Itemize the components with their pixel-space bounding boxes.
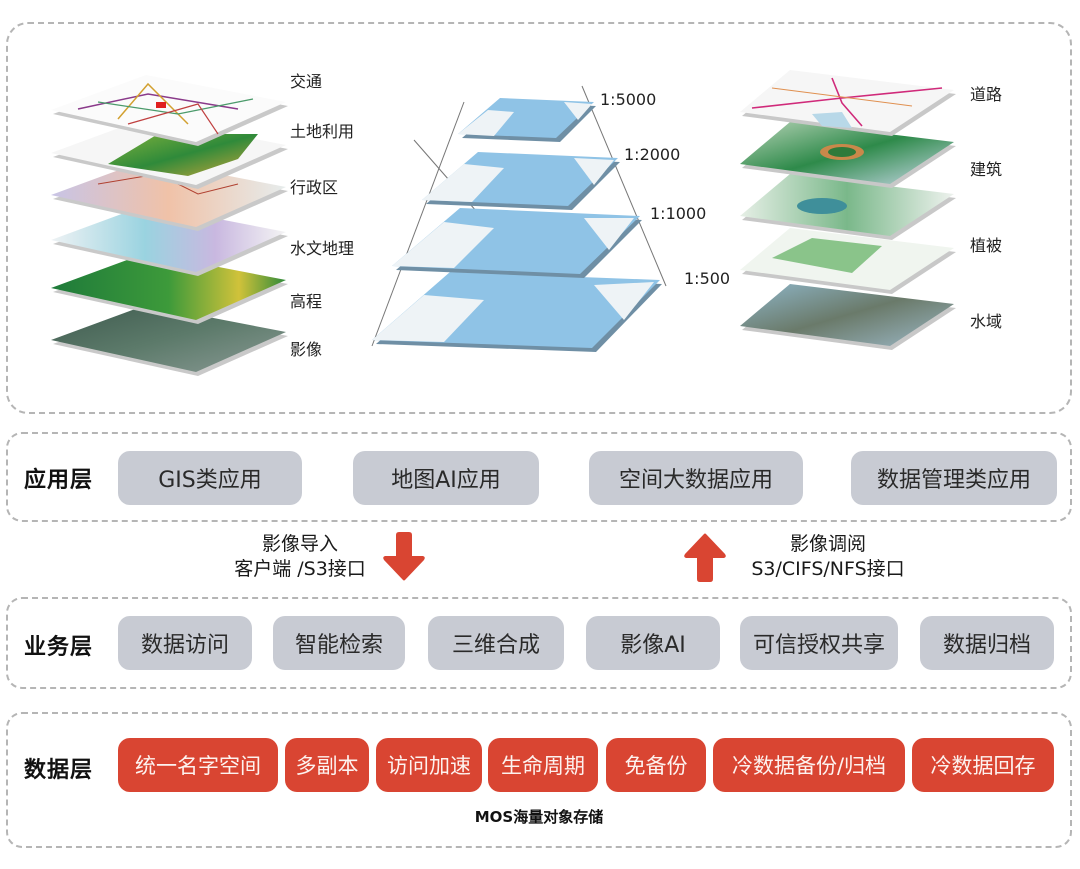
layer-label-vegetation: 植被 bbox=[970, 236, 1003, 255]
data-chip-multi-replica: 多副本 bbox=[285, 738, 369, 792]
layer-label-administrative: 行政区 bbox=[290, 178, 339, 197]
biz-chip-data-archive: 数据归档 bbox=[920, 616, 1054, 670]
layer-label-elevation: 高程 bbox=[290, 292, 323, 311]
map-layers-illustration-panel: 交通 土地利用 行政区 水文地理 高程 影像 bbox=[6, 22, 1072, 414]
data-chip-backup-free: 免备份 bbox=[606, 738, 706, 792]
layer-sheet-imagery bbox=[51, 305, 288, 376]
data-chip-cold-restore: 冷数据回存 bbox=[912, 738, 1054, 792]
layer-sheet-elevation bbox=[51, 253, 288, 324]
layer-sheet-buildings bbox=[740, 122, 956, 188]
layer-label-hydrology: 水文地理 bbox=[290, 239, 355, 258]
mos-storage-label: MOS海量对象存储 bbox=[474, 808, 604, 826]
layer-label-water: 水域 bbox=[970, 312, 1003, 331]
thematic-layer-stack bbox=[51, 75, 288, 376]
scale-label-1-2000: 1:2000 bbox=[624, 145, 681, 164]
layer-label-imagery: 影像 bbox=[290, 340, 323, 359]
layer-label-buildings: 建筑 bbox=[970, 160, 1003, 179]
app-chip-gis: GIS类应用 bbox=[118, 451, 302, 505]
biz-chip-3d-synthesis: 三维合成 bbox=[428, 616, 564, 670]
import-flow-label: 影像导入 客户端 /S3接口 bbox=[222, 532, 378, 582]
data-chip-lifecycle: 生命周期 bbox=[488, 738, 598, 792]
layer-sheet-transport bbox=[51, 75, 288, 146]
data-chip-cold-backup-archive: 冷数据备份/归档 bbox=[713, 738, 905, 792]
business-layer-panel: 业务层 数据访问 智能检索 三维合成 影像AI 可信授权共享 数据归档 bbox=[6, 597, 1072, 689]
biz-chip-data-access: 数据访问 bbox=[118, 616, 252, 670]
scale-label-1-5000: 1:5000 bbox=[600, 90, 657, 109]
layer-label-roads: 道路 bbox=[970, 85, 1003, 104]
import-flow-line2: 客户端 /S3接口 bbox=[234, 558, 366, 580]
large-scale-layer-stack bbox=[740, 70, 956, 350]
app-chip-map-ai: 地图AI应用 bbox=[353, 451, 539, 505]
data-chip-access-acceleration: 访问加速 bbox=[376, 738, 482, 792]
layer-sheet-land-use bbox=[51, 118, 288, 189]
data-layer-panel: 数据层 统一名字空间 多副本 访问加速 生命周期 免备份 冷数据备份/归档 冷数… bbox=[6, 712, 1072, 848]
layer-sheet-roads bbox=[740, 70, 956, 136]
app-chip-data-management: 数据管理类应用 bbox=[851, 451, 1057, 505]
scale-label-1-1000: 1:1000 bbox=[650, 204, 707, 223]
pyramid-sheet-1-500 bbox=[372, 272, 662, 352]
biz-chip-smart-search: 智能检索 bbox=[273, 616, 405, 670]
scale-label-1-500: 1:500 bbox=[684, 269, 731, 288]
pyramid-sheet-1-1000 bbox=[392, 208, 642, 278]
data-chip-unified-namespace: 统一名字空间 bbox=[118, 738, 278, 792]
arrow-up-icon bbox=[684, 533, 726, 582]
biz-chip-trusted-sharing: 可信授权共享 bbox=[740, 616, 898, 670]
layer-label-transport: 交通 bbox=[290, 72, 323, 91]
retrieve-flow-line2: S3/CIFS/NFS接口 bbox=[751, 558, 905, 580]
layer-sheet-vegetation bbox=[740, 174, 956, 240]
layer-sheet-water bbox=[740, 284, 956, 350]
biz-chip-imagery-ai: 影像AI bbox=[586, 616, 720, 670]
layer-label-land-use: 土地利用 bbox=[290, 122, 355, 141]
data-layer-title: 数据层 bbox=[24, 758, 94, 783]
layer-sheet-hydrology bbox=[51, 205, 288, 276]
application-layer-panel: 应用层 GIS类应用 地图AI应用 空间大数据应用 数据管理类应用 bbox=[6, 432, 1072, 522]
retrieve-flow-label: 影像调阅 S3/CIFS/NFS接口 bbox=[728, 532, 928, 582]
application-layer-title: 应用层 bbox=[24, 468, 94, 493]
business-layer-title: 业务层 bbox=[24, 635, 94, 660]
import-flow-line1: 影像导入 bbox=[261, 533, 338, 555]
scale-pyramid bbox=[371, 85, 667, 352]
arrow-down-icon bbox=[383, 532, 425, 581]
retrieve-flow-line1: 影像调阅 bbox=[789, 533, 866, 555]
app-chip-spatial-big-data: 空间大数据应用 bbox=[589, 451, 803, 505]
layer-sheet-vegetation-detail bbox=[740, 228, 956, 294]
pyramid-sheet-1-5000 bbox=[458, 98, 596, 142]
pyramid-sheet-1-2000 bbox=[422, 152, 620, 210]
